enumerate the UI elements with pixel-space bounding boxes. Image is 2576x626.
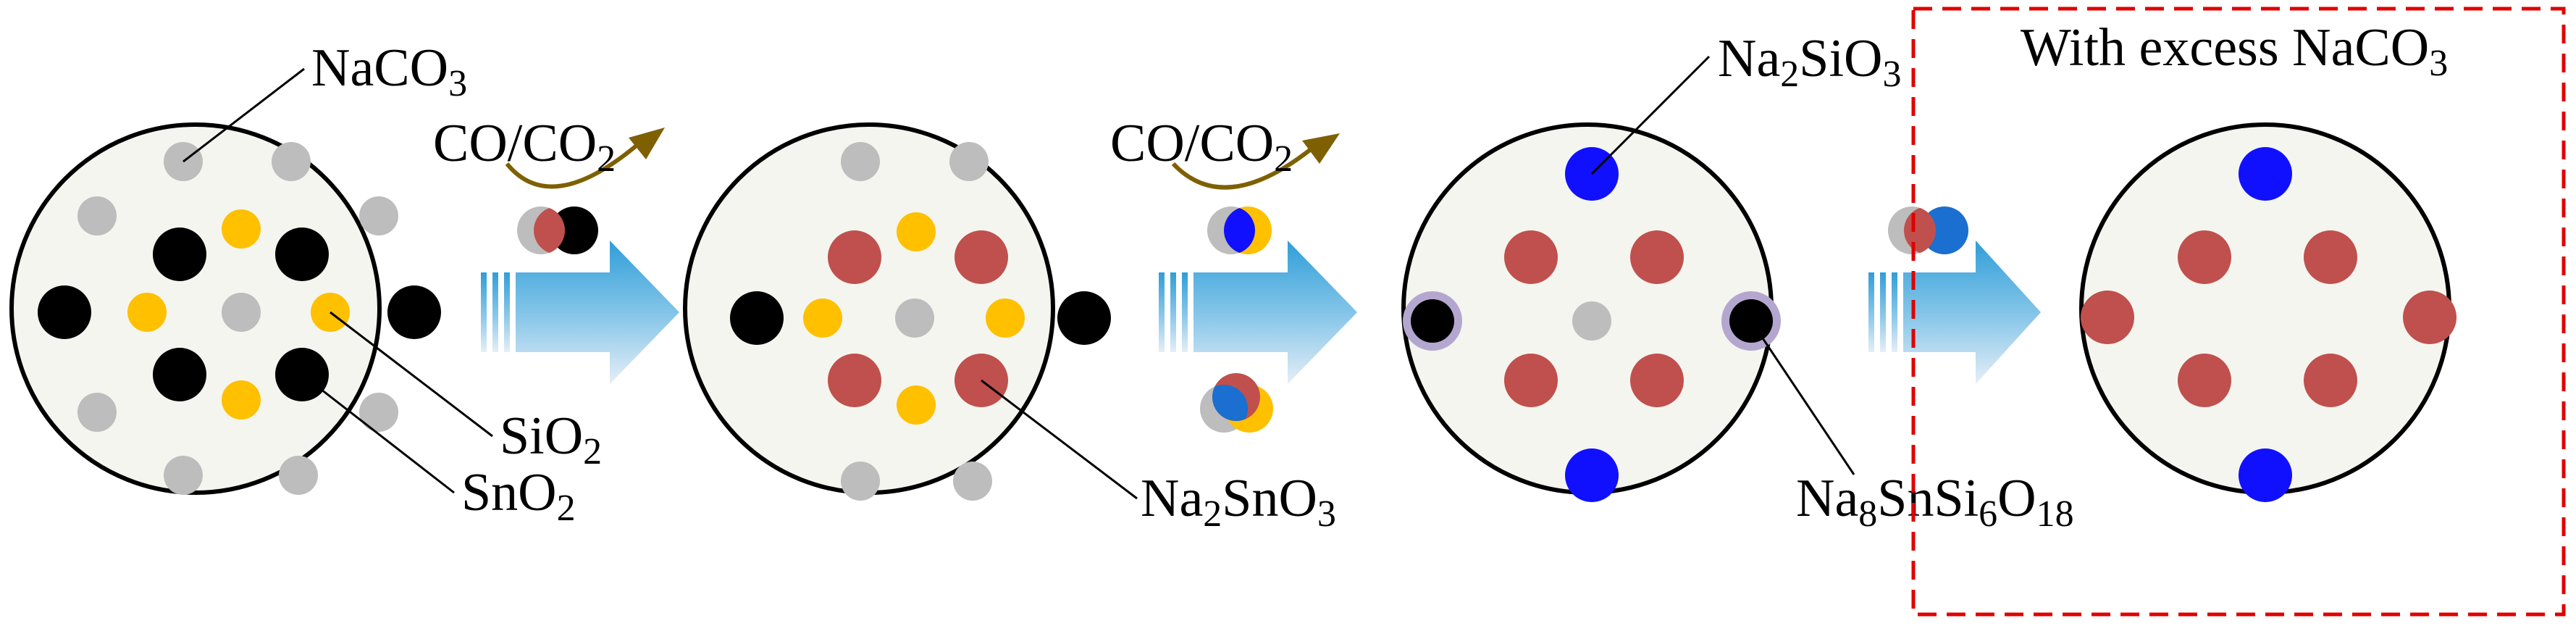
na8snsi6o18-label: Na8SnSi6O18 [1796, 469, 2074, 535]
na2sno3-particle [2304, 230, 2357, 284]
naco3-particle [359, 393, 398, 432]
naco3-particle [949, 142, 989, 181]
transition-3 [1868, 206, 2041, 384]
process-arrow-icon [1159, 241, 1357, 384]
na2sno3-particle [1504, 354, 1558, 407]
transition-1: CO/CO2 [433, 114, 679, 384]
naco3-particle [279, 456, 318, 495]
gas-label-2: CO/CO2 [1110, 114, 1293, 180]
gas-release-arrow-icon [505, 128, 665, 189]
na2sno3-particle [1504, 230, 1558, 284]
na2sno3-particle [828, 354, 881, 407]
na2sno3-particle [2081, 291, 2134, 344]
naco3-particle [895, 299, 934, 338]
transition-2: CO/CO2 [1110, 114, 1357, 433]
na2sno3-particle [2403, 291, 2457, 344]
sno2-label: SnO2 [461, 463, 576, 529]
gas-release-arrow-icon [1171, 133, 1340, 190]
particle-overlap-icon [517, 206, 598, 254]
naco3-particle [77, 196, 117, 235]
stage-4: With excess NaCO3 [1911, 7, 2566, 617]
stage-1: NaCO3 SiO2 SnO2 [9, 38, 602, 529]
naco3-particle [1572, 301, 1611, 341]
naco3-particle [77, 393, 117, 432]
na2sno3-particle [2178, 230, 2231, 284]
na8snsi6o18-particle [1403, 291, 1462, 351]
sno2-particle [38, 285, 91, 339]
sio2-particle [897, 385, 936, 425]
na2sno3-leader-line [981, 379, 1138, 500]
sio2-label: SiO2 [500, 406, 602, 472]
particle-overlap-icon [1207, 206, 1272, 254]
naco3-label: NaCO3 [311, 38, 467, 104]
na2sno3-particle [2304, 354, 2357, 407]
particle-overlap-icon [1200, 373, 1273, 433]
sio2-particle [127, 293, 167, 332]
naco3-particle [272, 142, 311, 181]
naco3-particle [222, 293, 261, 332]
naco3-particle [953, 462, 992, 501]
sio2-particle [986, 299, 1025, 338]
sno2-particle [1057, 291, 1111, 345]
process-arrow-icon [481, 241, 679, 384]
particle-overlap-icon [1888, 206, 1968, 254]
sno2-particle [387, 285, 441, 339]
sno2-particle [730, 291, 784, 345]
na2sno3-label: Na2SnO3 [1141, 469, 1336, 535]
na8snsi6o18-leader-line [1750, 320, 1855, 475]
naco3-particle [841, 142, 880, 181]
sno2-particle [275, 228, 329, 281]
sio2-particle [222, 209, 261, 249]
sno2-particle [153, 348, 206, 401]
na2sno3-particle [828, 230, 881, 284]
na2sio3-particle [2239, 448, 2292, 502]
naco3-particle [359, 196, 398, 235]
na2sno3-particle [2178, 354, 2231, 407]
process-arrow-icon [1868, 241, 2041, 384]
sio2-leader-line [330, 311, 493, 438]
naco3-leader-line [182, 67, 305, 163]
naco3-particle [841, 462, 880, 501]
na2sno3-particle [1630, 354, 1684, 407]
naco3-particle [164, 456, 203, 495]
excess-box [1911, 7, 2566, 617]
na2sno3-particle [1630, 230, 1684, 284]
na2sio3-leader-line [1590, 55, 1711, 175]
sio2-particle [803, 299, 842, 338]
na2sio3-particle [1565, 448, 1619, 502]
sio2-particle [222, 380, 261, 420]
excess-title: With excess NaCO3 [2021, 18, 2448, 84]
stage-2: Na2SnO3 [683, 122, 1336, 535]
na2sio3-particle [2239, 147, 2292, 201]
na2sno3-particle [955, 230, 1008, 284]
sno2-particle [153, 228, 206, 281]
sno2-leader-line [301, 373, 455, 494]
stage-3: Na2SiO3 Na8SnSi6O18 [1401, 29, 2074, 535]
na2sio3-label: Na2SiO3 [1718, 29, 1901, 95]
sio2-particle [897, 212, 936, 251]
gas-label-1: CO/CO2 [433, 114, 616, 180]
